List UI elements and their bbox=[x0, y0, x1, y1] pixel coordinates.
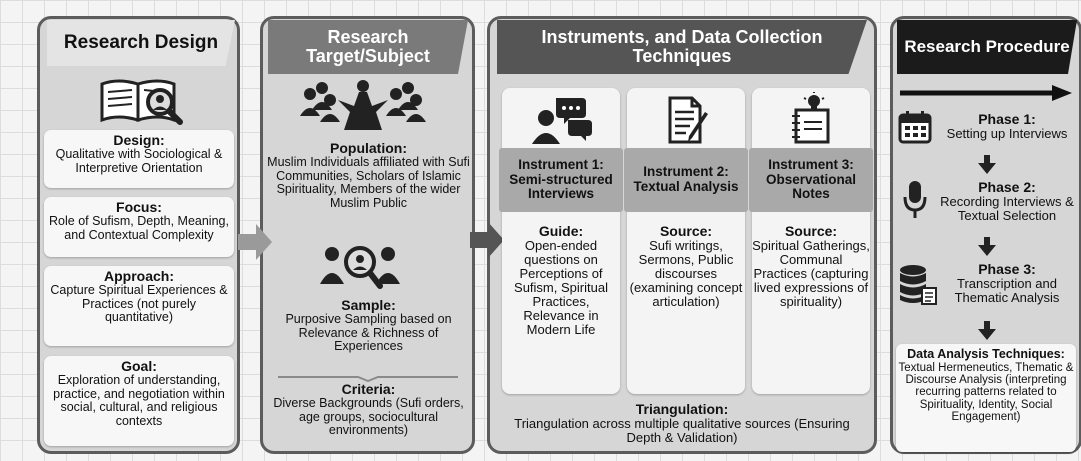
instrument-1-header: Instrument 1: Semi-structured Interviews bbox=[499, 148, 623, 212]
approach-title: Approach: bbox=[104, 268, 174, 284]
phase-1-title: Phase 1: bbox=[978, 111, 1036, 127]
criteria-divider bbox=[278, 376, 458, 382]
criteria-block: Criteria: Diverse Backgrounds (Sufi orde… bbox=[266, 381, 471, 438]
population-text: Muslim Individuals affiliated with Sufi … bbox=[267, 155, 470, 210]
data-analysis-text: Textual Hermeneutics, Thematic & Discour… bbox=[898, 361, 1074, 424]
phase-1-text: Setting up Interviews bbox=[946, 126, 1068, 142]
approach-card: Approach: Capture Spiritual Experiences … bbox=[44, 266, 234, 346]
triangulation-text: Triangulation across multiple qualitativ… bbox=[514, 416, 850, 446]
flow-arrow-icon bbox=[470, 222, 504, 258]
sample-block: Sample: Purposive Sampling based on Rele… bbox=[266, 297, 471, 354]
sample-search-icon bbox=[320, 246, 400, 289]
goal-title: Goal: bbox=[121, 358, 157, 374]
instrument-3-header: Instrument 3: Observational Notes bbox=[749, 148, 873, 212]
data-analysis-card: Data Analysis Techniques: Textual Hermen… bbox=[896, 344, 1076, 452]
down-arrow-icon bbox=[978, 155, 996, 174]
instrument-2-header: Instrument 2: Textual Analysis bbox=[624, 148, 748, 212]
criteria-title: Criteria: bbox=[341, 381, 396, 397]
instrument-3-text: Spiritual Gatherings, Communal Practices… bbox=[752, 238, 870, 310]
focus-text: Role of Sufism, Depth, Meaning, and Cont… bbox=[49, 214, 229, 242]
design-card: Design: Qualitative with Sociological & … bbox=[44, 130, 234, 188]
down-arrow-icon bbox=[978, 237, 996, 256]
approach-text: Capture Spiritual Experiences & Practice… bbox=[50, 283, 228, 325]
phase-2-text: Recording Interviews & Textual Selection bbox=[940, 194, 1074, 224]
focus-title: Focus: bbox=[116, 199, 162, 215]
population-group-icon bbox=[300, 80, 426, 130]
instrument-2-body: Source: Sufi writings, Sermons, Public d… bbox=[627, 223, 745, 310]
book-magnifier-icon bbox=[100, 79, 183, 125]
instrument-column-1 bbox=[502, 88, 620, 394]
phase-3: Phase 3: Transcription and Thematic Anal… bbox=[934, 261, 1080, 306]
notebook-bulb-icon bbox=[792, 92, 830, 144]
microphone-icon bbox=[903, 181, 927, 218]
instrument-3-body: Source: Spiritual Gatherings, Communal P… bbox=[752, 223, 870, 310]
goal-text: Exploration of understanding, practice, … bbox=[53, 373, 225, 428]
flow-arrow-icon bbox=[238, 224, 272, 260]
triangulation-block: Triangulation: Triangulation across mult… bbox=[500, 401, 864, 446]
instrument-2-label: Source: bbox=[659, 223, 713, 239]
triangulation-title: Triangulation: bbox=[635, 401, 729, 417]
document-pen-icon bbox=[668, 96, 708, 144]
research-target-header: Research Target/Subject bbox=[268, 20, 468, 74]
instruments-header: Instruments, and Data Collection Techniq… bbox=[497, 20, 867, 74]
criteria-text: Diverse Backgrounds (Sufi orders, age gr… bbox=[273, 396, 464, 438]
phase-3-title: Phase 3: bbox=[978, 261, 1036, 277]
data-analysis-title: Data Analysis Techniques: bbox=[907, 347, 1065, 361]
sample-title: Sample: bbox=[341, 297, 396, 313]
phase-2: Phase 2: Recording Interviews & Textual … bbox=[934, 179, 1080, 224]
population-title: Population: bbox=[330, 140, 407, 156]
research-procedure-header: Research Procedure bbox=[897, 20, 1077, 74]
interview-chat-icon bbox=[532, 98, 592, 144]
down-arrow-icon bbox=[978, 321, 996, 340]
sample-text: Purposive Sampling based on Relevance & … bbox=[285, 312, 452, 354]
focus-card: Focus: Role of Sufism, Depth, Meaning, a… bbox=[44, 197, 234, 257]
research-design-header: Research Design bbox=[47, 20, 235, 66]
procedure-arrow-icon bbox=[900, 85, 1072, 101]
calendar-icon bbox=[898, 111, 932, 144]
phase-3-text: Transcription and Thematic Analysis bbox=[954, 276, 1060, 306]
goal-card: Goal: Exploration of understanding, prac… bbox=[44, 356, 234, 446]
instrument-2-text: Sufi writings, Sermons, Public discourse… bbox=[629, 238, 743, 310]
database-icon bbox=[900, 265, 937, 305]
instrument-1-label: Guide: bbox=[538, 223, 584, 239]
instrument-1-text: Open-ended questions on Perceptions of S… bbox=[514, 238, 608, 338]
instrument-3-label: Source: bbox=[784, 223, 838, 239]
instrument-1-body: Guide: Open-ended questions on Perceptio… bbox=[502, 223, 620, 338]
design-text: Qualitative with Sociological & Interpre… bbox=[55, 147, 223, 175]
design-title: Design: bbox=[113, 132, 165, 148]
phase-2-title: Phase 2: bbox=[978, 179, 1036, 195]
phase-1: Phase 1: Setting up Interviews bbox=[934, 111, 1080, 142]
population-block: Population: Muslim Individuals affiliate… bbox=[266, 140, 471, 210]
